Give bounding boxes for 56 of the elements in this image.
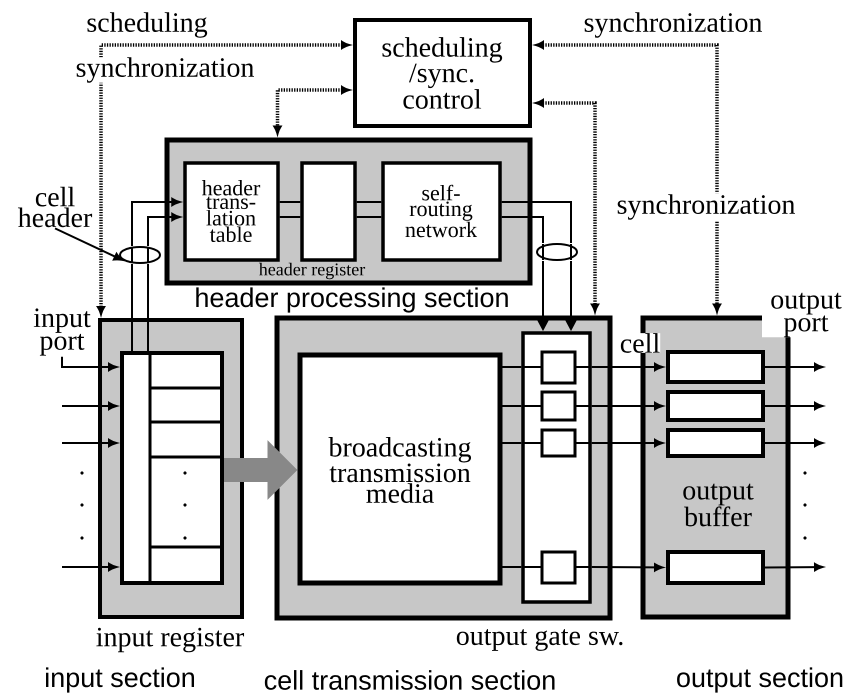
- box-title: input register: [96, 628, 244, 652]
- network-box: self- routing network: [381, 161, 502, 262]
- arrow: [592, 362, 664, 372]
- section-heading: output section: [677, 667, 842, 693]
- arrow: [592, 563, 664, 572]
- buffer-slot: [666, 550, 765, 585]
- section-heading: header processing section: [196, 287, 508, 313]
- box-title: header register: [258, 262, 366, 280]
- arrow: [592, 402, 664, 410]
- text-label: cell header: [18, 186, 92, 228]
- arrow: [765, 402, 824, 410]
- arrow: [765, 362, 824, 372]
- control-box: scheduling /sync. control: [353, 18, 532, 128]
- signal-line: [535, 99, 599, 312]
- signal-line: [274, 86, 350, 134]
- arrow: [147, 212, 181, 246]
- connector-line: [502, 405, 522, 407]
- buffer-slot: [666, 350, 765, 384]
- arrow: [62, 562, 118, 572]
- arrow: [61, 356, 118, 372]
- buffer-slot: [666, 428, 765, 458]
- media-box: broadcasting transmission media: [298, 352, 502, 586]
- box-title: output gate sw.: [456, 629, 622, 651]
- arrow: [62, 438, 118, 448]
- arrow: [131, 198, 181, 246]
- arrow: [592, 438, 664, 448]
- text-label: cell: [620, 333, 660, 353]
- edge-label: scheduling: [85, 11, 209, 39]
- buffer-slot: [666, 390, 765, 422]
- connector-line: [280, 216, 300, 218]
- arrow: [765, 438, 824, 448]
- connector-line: [502, 216, 544, 243]
- bundle-ellipse: [536, 243, 578, 261]
- connector-line: [356, 216, 382, 218]
- text-label: input port: [34, 308, 91, 356]
- connector-line: [280, 201, 300, 203]
- arrow: [54, 228, 123, 261]
- signal-line: [97, 41, 350, 315]
- arrow: [764, 562, 824, 572]
- signal-line: [535, 41, 721, 312]
- connector-line: [356, 201, 382, 203]
- text-label: synchronization: [76, 57, 254, 83]
- connector-line: [502, 201, 572, 243]
- connector-line: [147, 264, 149, 351]
- edge-label: synchronization: [616, 193, 796, 221]
- edge-label: synchronization: [582, 11, 764, 39]
- bundle-ellipse: [119, 246, 161, 264]
- connector-line: [502, 366, 522, 368]
- table-box: header trans- lation table: [183, 161, 280, 262]
- connector-line: [502, 566, 522, 568]
- section-heading: cell transmission section: [264, 670, 554, 690]
- connector-line: [502, 442, 522, 444]
- arrow: [62, 402, 118, 410]
- section-heading: input section: [46, 667, 194, 693]
- connector-line: [131, 264, 133, 351]
- text-label: output port: [762, 292, 850, 338]
